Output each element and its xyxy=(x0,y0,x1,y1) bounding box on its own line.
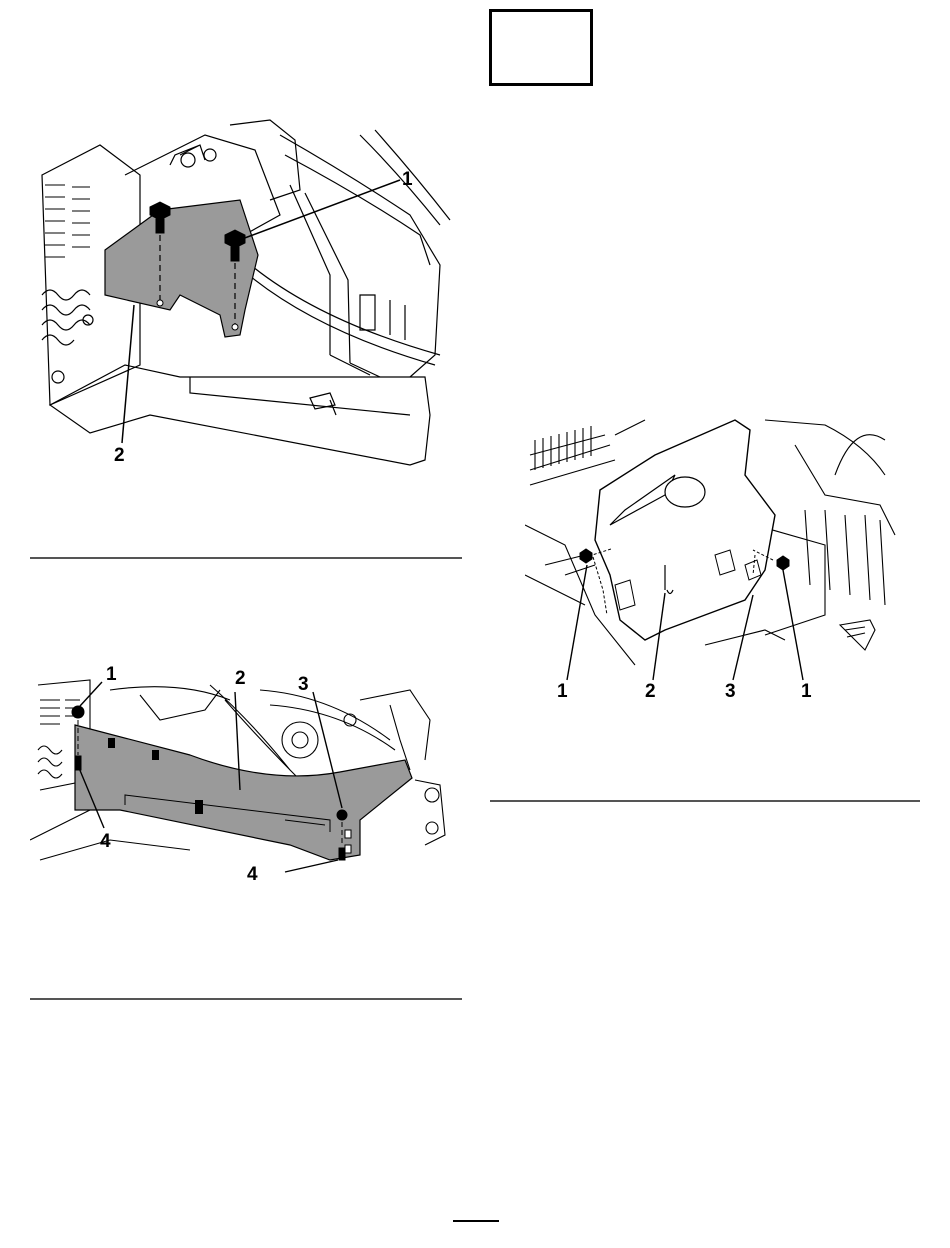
figure-2-divider xyxy=(30,998,462,1000)
figure-3-divider xyxy=(490,800,920,802)
figure-2-panel-illustration: 1 2 3 4 4 xyxy=(30,660,460,898)
callout-2: 2 xyxy=(645,681,656,700)
callout-2: 2 xyxy=(114,445,125,466)
callout-1: 1 xyxy=(106,664,117,685)
step-box xyxy=(489,9,593,86)
callout-1b: 1 xyxy=(801,681,812,700)
callout-2: 2 xyxy=(235,668,246,689)
callout-1: 1 xyxy=(402,169,413,190)
callout-1a: 1 xyxy=(557,681,568,700)
figure-1-divider xyxy=(30,557,462,559)
callout-3: 3 xyxy=(725,681,736,700)
callout-4a: 4 xyxy=(100,831,111,852)
figure-3-cover-illustration: 1 2 3 1 xyxy=(525,415,900,700)
deflector-panel xyxy=(75,725,412,860)
figure-1-bracket-illustration: 1 2 xyxy=(30,115,460,480)
callout-4b: 4 xyxy=(247,864,258,885)
callout-3: 3 xyxy=(298,674,309,695)
page-footer-bar xyxy=(453,1220,499,1222)
